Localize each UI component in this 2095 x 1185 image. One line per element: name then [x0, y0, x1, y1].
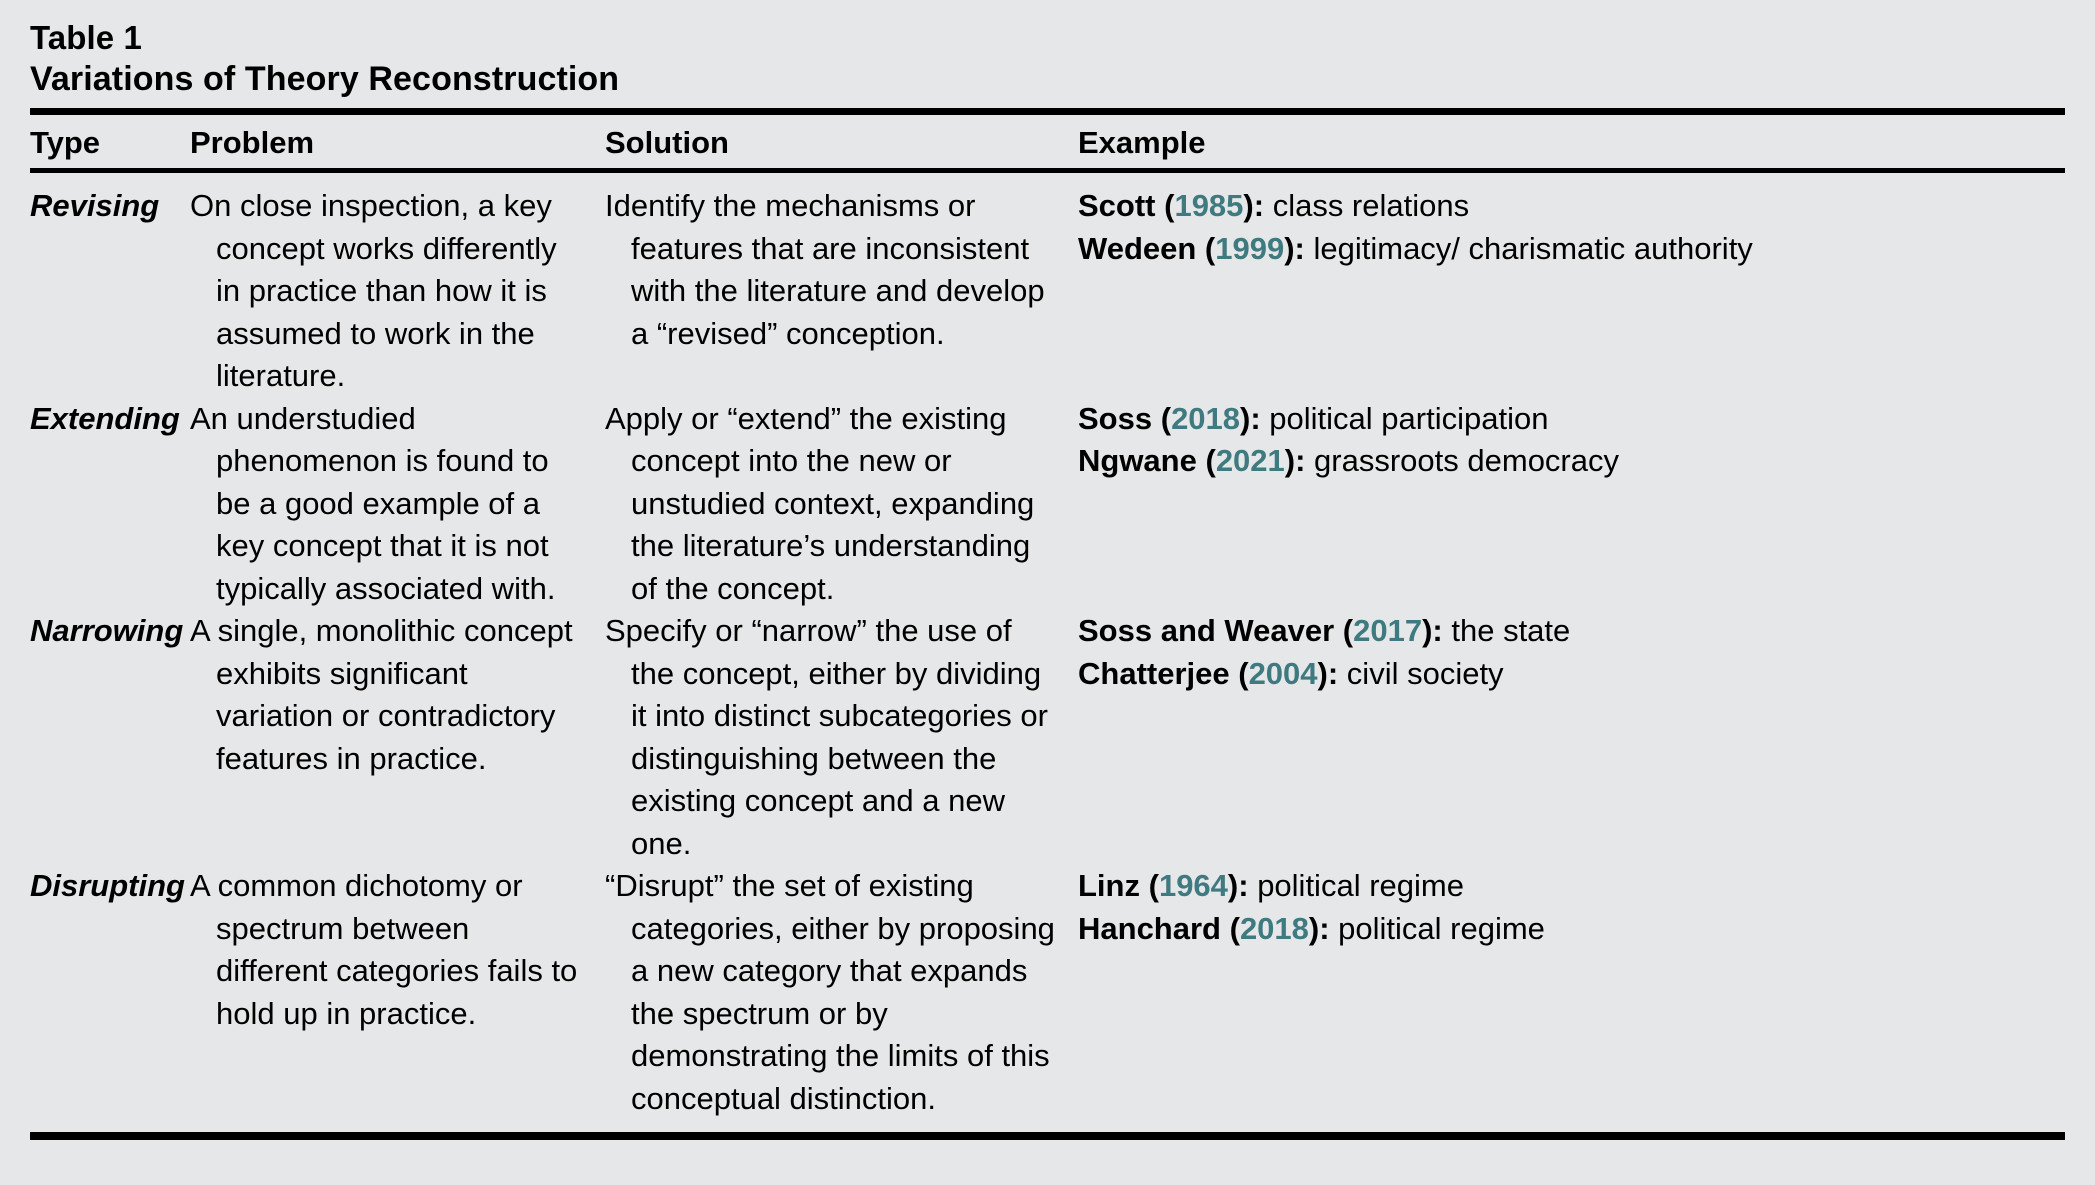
citation-description: political participation	[1260, 400, 1549, 436]
cell-solution: Specify or “narrow” the use of the conce…	[605, 613, 1048, 861]
citation-close-paren: ):	[1240, 400, 1261, 436]
cell-solution: Apply or “extend” the existing concept i…	[605, 400, 1035, 606]
citation-author: Wedeen	[1078, 230, 1197, 266]
citation-author: Soss	[1078, 400, 1153, 436]
table-row: Extending An understudied phenomenon is f…	[30, 398, 2065, 611]
citation-open-paren: (	[1148, 868, 1159, 903]
citation-open-paren: (	[1160, 400, 1172, 436]
example-citation: Scott (1985): class relations	[1078, 185, 2065, 228]
citation-author: Chatterjee	[1078, 655, 1230, 691]
example-citation: Chatterjee (2004): civil society	[1078, 653, 2065, 696]
table-body: Revising On close inspection, a key conce…	[30, 173, 2065, 1120]
citation-year: 2018	[1171, 400, 1241, 436]
cell-type: Disrupting	[30, 868, 185, 903]
citation-author: Soss and Weaver	[1078, 613, 1335, 648]
citation-close-paren: ):	[1308, 910, 1330, 946]
citation-close-paren: ):	[1243, 188, 1265, 223]
citation-close-paren: ):	[1422, 613, 1443, 648]
citation-author: Hanchard	[1078, 910, 1221, 946]
citation-author: Scott	[1078, 188, 1156, 223]
table-top-rule	[30, 108, 2065, 115]
citation-year: 1964	[1158, 868, 1228, 903]
citation-close-paren: ):	[1284, 230, 1305, 266]
citation-description: political regime	[1248, 868, 1464, 903]
citation-close-paren: ):	[1317, 655, 1339, 691]
table-header-row: Type Problem Solution Example	[30, 115, 2065, 166]
citation-description: class relations	[1264, 188, 1470, 223]
citation-description: political regime	[1329, 910, 1545, 946]
caption-number: Table 1	[30, 19, 142, 56]
example-citation: Ngwane (2021): grassroots democracy	[1078, 440, 2065, 483]
cell-problem: A common dichotomy or spectrum between d…	[190, 868, 578, 1031]
caption-title: Variations of Theory Reconstruction	[30, 60, 620, 98]
table-row: Revising On close inspection, a key conce…	[30, 185, 2065, 398]
citation-description: the state	[1442, 613, 1571, 648]
column-header-solution: Solution	[605, 125, 729, 160]
cell-problem: On close inspection, a key concept works…	[190, 188, 557, 393]
cell-solution: Identify the mechanisms or features that…	[605, 188, 1045, 351]
citation-year: 2018	[1239, 910, 1309, 946]
citation-open-paren: (	[1238, 655, 1249, 691]
citation-close-paren: ):	[1284, 443, 1306, 478]
cell-type: Revising	[30, 188, 160, 223]
citation-open-paren: (	[1205, 443, 1216, 478]
cell-type: Narrowing	[30, 613, 184, 648]
example-citation: Linz (1964): political regime	[1078, 865, 2065, 908]
cell-problem: A single, monolithic concept exhibits si…	[190, 613, 573, 776]
cell-problem: An understudied phenomenon is found to b…	[190, 400, 556, 606]
citation-year: 1985	[1174, 188, 1244, 223]
example-citation: Soss (2018): political participation	[1078, 398, 2065, 441]
column-header-type: Type	[30, 125, 101, 160]
cell-type: Extending	[30, 400, 180, 436]
example-citation: Wedeen (1999): legitimacy/ charismatic a…	[1078, 228, 2065, 271]
citation-open-paren: (	[1204, 230, 1216, 266]
column-header-example: Example	[1078, 125, 1206, 160]
citation-year: 2017	[1353, 613, 1423, 648]
citation-open-paren: (	[1229, 910, 1240, 946]
citation-author: Linz	[1078, 868, 1140, 903]
cell-solution: “Disrupt” the set of existing categories…	[605, 868, 1055, 1116]
citation-description: civil society	[1338, 655, 1504, 691]
citation-open-paren: (	[1164, 188, 1175, 223]
citation-open-paren: (	[1342, 613, 1354, 648]
table-caption: Table 1 Variations of Theory Reconstruct…	[30, 0, 2065, 100]
example-citation: Soss and Weaver (2017): the state	[1078, 610, 2065, 653]
citation-description: grassroots democracy	[1305, 443, 1619, 478]
table-header-rule	[30, 168, 2065, 173]
citation-year: 2021	[1215, 443, 1285, 478]
table-bottom-rule	[30, 1132, 2065, 1140]
example-citation: Hanchard (2018): political regime	[1078, 908, 2065, 951]
column-header-problem: Problem	[190, 125, 315, 160]
citation-year: 2004	[1248, 655, 1318, 691]
citation-close-paren: ):	[1227, 868, 1249, 903]
citation-author: Ngwane	[1078, 443, 1197, 478]
citation-description: legitimacy/ charismatic authority	[1304, 230, 1753, 266]
citation-year: 1999	[1215, 230, 1285, 266]
